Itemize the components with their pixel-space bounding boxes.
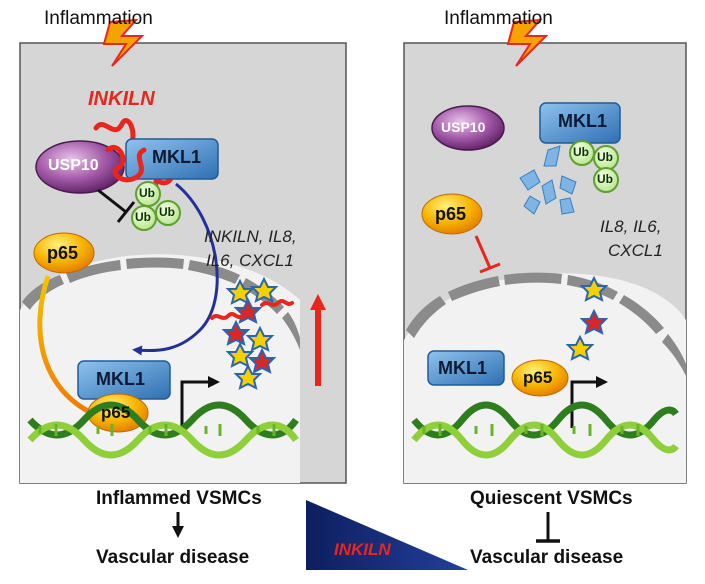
right-usp10-label: USP10 <box>441 119 486 135</box>
right-lightning-icon <box>506 18 549 67</box>
right-mkl1-fragments <box>519 145 577 215</box>
gradient-inkiln-label: INKILN <box>334 540 391 559</box>
right-nuclear-envelope <box>406 272 686 376</box>
left-lightning-icon <box>102 18 145 67</box>
left-mkl1-arrow <box>132 182 219 356</box>
left-p65-nucleus-label: p65 <box>101 403 131 422</box>
right-caption: Quiescent VSMCs <box>470 488 633 509</box>
left-cytokines <box>221 276 279 390</box>
left-translocation-arrow <box>37 275 101 418</box>
left-usp10 <box>35 140 125 194</box>
left-inhibition-bar <box>116 201 136 223</box>
left-mkl1-nucleus-label: MKL1 <box>96 369 145 389</box>
left-mkl1-top-label: MKL1 <box>152 147 201 167</box>
right-p65-cyto-label: p65 <box>435 204 467 224</box>
left-p65-cyto <box>33 232 95 274</box>
inkiln-gradient-triangle <box>306 500 468 570</box>
right-p65-cyto <box>421 193 483 235</box>
right-ub-2-label: Ub <box>597 150 613 164</box>
right-mkl1-nucleus <box>427 350 505 386</box>
left-inhibition-line <box>97 188 127 214</box>
left-genes-line-2: IL6, CXCL1 <box>206 251 294 270</box>
right-usp10 <box>431 105 505 151</box>
left-inkiln-transcript-2 <box>260 299 294 307</box>
right-p65-nucleus-label: p65 <box>523 368 553 387</box>
right-p65-inhibition-bar <box>479 262 501 274</box>
left-caption: Inflammed VSMCs <box>96 488 262 509</box>
right-genes-line-1: IL8, IL6, <box>600 217 662 236</box>
right-mkl1-top-label: MKL1 <box>558 111 607 131</box>
right-mkl1-nucleus-label: MKL1 <box>438 358 487 378</box>
right-cytokines <box>565 275 609 361</box>
left-dna-helix <box>27 401 299 459</box>
right-ub-1-label: Ub <box>573 145 589 159</box>
left-ub-2-label: Ub <box>135 210 151 224</box>
left-p65-cyto-label: p65 <box>47 243 79 263</box>
right-panel <box>403 18 687 543</box>
left-outcome: Vascular disease <box>96 547 250 568</box>
left-inkiln-label: INKILN <box>88 88 155 110</box>
right-title: Inflammation <box>444 8 553 29</box>
right-ub-3 <box>593 167 619 193</box>
left-title: Inflammation <box>44 8 153 29</box>
left-panel <box>19 18 347 538</box>
left-inkiln-transcript-1 <box>210 312 244 320</box>
left-usp10-label: USP10 <box>48 157 99 174</box>
left-genes-line-1: INKILN, IL8, <box>204 227 297 246</box>
left-ub-1-label: Ub <box>139 186 155 200</box>
right-dna-helix <box>411 401 679 459</box>
left-ub-3-label: Ub <box>159 205 175 219</box>
right-ub-3-label: Ub <box>597 172 613 186</box>
left-ub-3 <box>155 200 181 226</box>
left-mkl1-top <box>125 138 219 180</box>
right-transcription-arrow <box>570 376 608 428</box>
right-p65-nucleus <box>511 359 569 397</box>
left-inkiln-knot <box>105 145 147 183</box>
right-p65-inhibition-line <box>474 235 492 269</box>
right-outcome: Vascular disease <box>470 547 624 568</box>
left-transcription-arrow <box>180 376 220 430</box>
right-genes-line-2: CXCL1 <box>608 241 663 260</box>
